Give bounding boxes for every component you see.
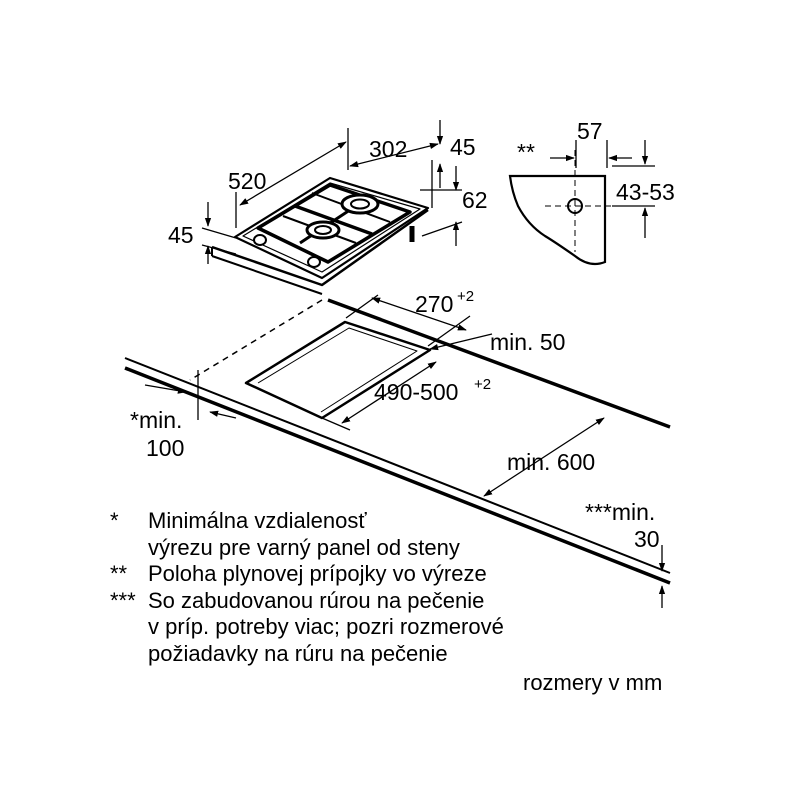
control-knob: [307, 256, 321, 268]
gas-pipe-circle: [567, 198, 583, 214]
dim-hob-width: 302: [369, 136, 407, 162]
footnote-line: So zabudovanou rúrou na pečenie: [148, 587, 485, 613]
control-knob: [253, 234, 267, 246]
gas-connection-marker: **: [517, 139, 535, 165]
front-burner: [305, 220, 341, 240]
dim-min-wall-label: *min.: [130, 407, 182, 433]
gas-connection-detail: [508, 140, 655, 266]
dim-hob-front-height: 45: [168, 222, 194, 248]
footnote-mark: **: [110, 561, 128, 586]
dim-min-oven-label: ***min.: [585, 499, 655, 525]
dim-cutout-width-tolerance: +2: [457, 288, 474, 305]
dim-gas-height: 43-53: [616, 179, 675, 205]
footnote-mark: ***: [110, 587, 136, 613]
footnotes: * Minimálna vzdialenosť výrezu pre varný…: [110, 508, 504, 667]
footnote-line: Minimálna vzdialenosť: [148, 508, 367, 533]
dim-min-oven-value: 30: [634, 526, 660, 552]
footnote-line: požiadavky na rúru na pečenie: [148, 640, 448, 666]
rear-burner: [340, 193, 380, 215]
dim-cutout-depth-tolerance: +2: [474, 376, 491, 393]
footnote-mark: *: [110, 508, 119, 533]
dim-cutout-width: 270: [415, 291, 453, 317]
dim-cutout-depth: 490-500: [374, 379, 458, 405]
cutout-dimension-lines: [144, 294, 666, 608]
footnote-line: v príp. potreby viac; pozri rozmerové: [148, 614, 504, 639]
footnote-line: Poloha plynovej prípojky vo výreze: [148, 561, 487, 586]
footnote: ** Poloha plynovej prípojky vo výreze: [110, 561, 504, 588]
footnote-line: výrezu pre varný panel od steny: [148, 534, 460, 560]
dim-min-wall-value: 100: [146, 435, 184, 461]
dim-hob-side-height: 62: [462, 187, 488, 213]
dim-min-depth: min. 600: [507, 449, 595, 475]
footnote: * Minimálna vzdialenosť výrezu pre varný…: [110, 508, 504, 561]
hob-illustration: [211, 176, 430, 295]
dim-min-front: min. 50: [490, 329, 565, 355]
dim-hob-top-height: 45: [450, 134, 476, 160]
hob-dimension-lines: [201, 120, 463, 264]
dim-hob-depth: 520: [228, 168, 266, 194]
dim-gas-offset: 57: [577, 118, 603, 144]
units-note: rozmery v mm: [523, 670, 663, 695]
footnote: *** So zabudovanou rúrou na pečenie v pr…: [110, 588, 504, 668]
